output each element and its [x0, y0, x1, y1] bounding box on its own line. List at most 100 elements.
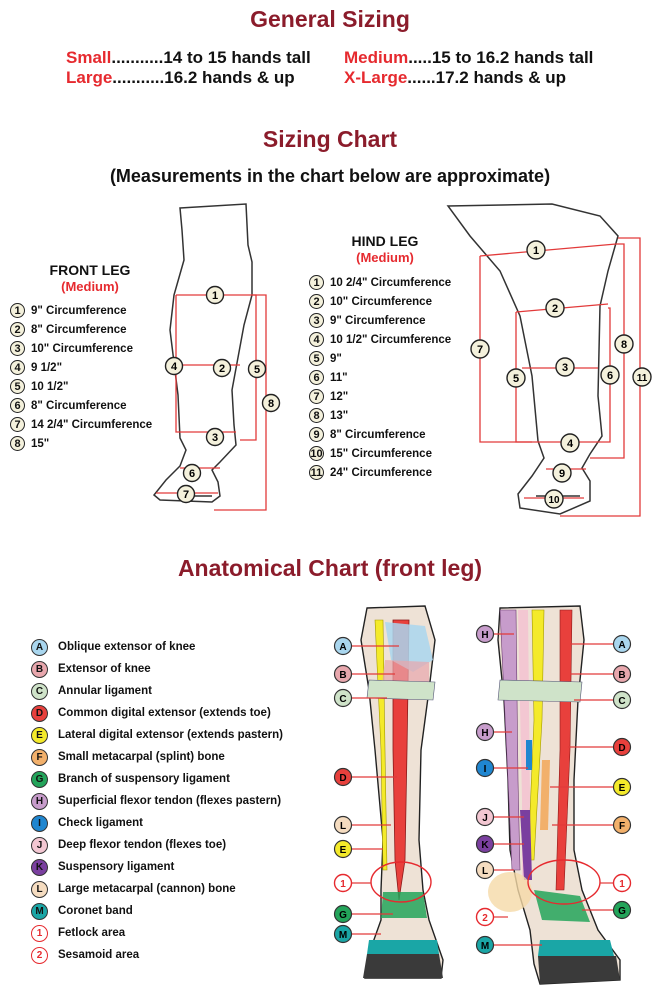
- callout-c: C: [333, 688, 353, 708]
- front-leg-title: FRONT LEG: [49, 262, 131, 278]
- legend-label: Suspensory ligament: [58, 861, 175, 873]
- svg-text:M: M: [481, 941, 489, 952]
- svg-text:D: D: [339, 773, 346, 784]
- legend-item: B Extensor of knee: [31, 658, 283, 680]
- right-callout-badges: H H I J K L 2 M A B C D E F 1 G: [475, 624, 632, 955]
- right-leg-illustration: [488, 605, 621, 985]
- svg-text:9: 9: [559, 468, 565, 480]
- anatomical-chart-title: Anatomical Chart (front leg): [177, 555, 483, 581]
- legend-badge: D: [31, 704, 48, 722]
- right-callout-lines: [494, 633, 613, 946]
- measurement-text: 13": [330, 409, 349, 422]
- svg-text:4: 4: [567, 438, 574, 450]
- measurement-text: 24" Circumference: [330, 466, 432, 479]
- hind-marker-3: 3: [555, 357, 575, 377]
- measurement-text: 12": [330, 390, 349, 403]
- svg-text:H: H: [481, 728, 488, 739]
- svg-text:G: G: [618, 906, 626, 917]
- anatomical-leg-left: A B C D L E 1 G M: [333, 605, 444, 979]
- legend-label: Check ligament: [58, 817, 143, 829]
- number-badge: 7: [309, 389, 324, 404]
- number-badge: 8: [309, 408, 324, 423]
- legend-label: Lateral digital extensor (extends paster…: [58, 729, 283, 741]
- svg-text:8: 8: [268, 398, 274, 410]
- callout-2: 2: [475, 907, 495, 927]
- hind-marker-5: 5: [506, 368, 526, 388]
- number-badge: 7: [10, 417, 25, 432]
- svg-text:B: B: [339, 670, 346, 681]
- hind-leg-number-markers: 1 2 3 4 5 6 7 8 9 10 11: [470, 240, 652, 509]
- number-badge: 5: [10, 379, 25, 394]
- legend-label: Branch of suspensory ligament: [58, 773, 230, 785]
- legend-badge: C: [31, 682, 48, 700]
- svg-text:1: 1: [340, 879, 346, 890]
- front-measurement: 2 8" Circumference: [10, 320, 152, 339]
- size-large: Large...........16.2 hands & up: [66, 68, 295, 88]
- svg-text:H: H: [481, 630, 488, 641]
- hind-marker-2: 2: [545, 298, 565, 318]
- legend-badge: J: [31, 836, 48, 854]
- hind-leg-title: HIND LEG: [351, 233, 419, 249]
- callout-f: F: [612, 815, 632, 835]
- legend-badge: 2: [31, 946, 48, 964]
- callout-c: C: [612, 690, 632, 710]
- svg-text:2: 2: [482, 913, 488, 924]
- size-xlarge: X-Large......17.2 hands & up: [344, 68, 566, 88]
- svg-text:11: 11: [637, 373, 648, 384]
- legend-label: Superficial flexor tendon (flexes paster…: [58, 795, 282, 807]
- number-badge: 4: [10, 360, 25, 375]
- hind-leg-size: (Medium): [356, 250, 414, 265]
- number-badge: 10: [309, 446, 324, 461]
- hind-marker-6: 6: [600, 365, 620, 385]
- callout-a: A: [333, 636, 353, 656]
- callout-g: G: [333, 904, 353, 924]
- size-desc: .....15 to 16.2 hands tall: [408, 48, 594, 67]
- svg-text:6: 6: [189, 468, 195, 480]
- front-leg-number-markers: 1 2 3 4 5 6 7 8: [164, 285, 281, 504]
- front-marker-1: 1: [205, 285, 225, 305]
- number-badge: 3: [309, 313, 324, 328]
- svg-text:F: F: [619, 821, 625, 832]
- legend-label: Annular ligament: [58, 685, 152, 697]
- svg-text:8: 8: [621, 339, 627, 351]
- legend-label: Extensor of knee: [58, 663, 151, 675]
- legend-badge: B: [31, 660, 48, 678]
- measurement-text: 10 1/2" Circumference: [330, 333, 452, 346]
- measurement-text: 8" Circumference: [31, 323, 127, 336]
- measurement-text: 10 1/2": [31, 380, 69, 393]
- svg-text:J: J: [482, 813, 488, 824]
- front-marker-8: 8: [261, 393, 281, 413]
- svg-text:6: 6: [607, 370, 613, 382]
- hind-marker-1: 1: [526, 240, 546, 260]
- number-badge: 8: [10, 436, 25, 451]
- measurement-text: 11": [330, 371, 348, 384]
- front-marker-5: 5: [247, 359, 267, 379]
- measurement-text: 9 1/2": [31, 361, 63, 374]
- legend-badge: A: [31, 638, 48, 656]
- legend-label: Sesamoid area: [58, 949, 140, 961]
- size-label: X-Large: [344, 68, 408, 87]
- svg-text:D: D: [618, 743, 625, 754]
- measurement-text: 10 2/4" Circumference: [330, 276, 452, 289]
- svg-text:M: M: [339, 930, 347, 941]
- svg-text:3: 3: [212, 432, 218, 444]
- callout-b: B: [333, 664, 353, 684]
- svg-text:A: A: [339, 642, 346, 653]
- number-badge: 2: [10, 322, 25, 337]
- callout-m: M: [333, 924, 353, 944]
- legend-label: Large metacarpal (cannon) bone: [58, 883, 236, 895]
